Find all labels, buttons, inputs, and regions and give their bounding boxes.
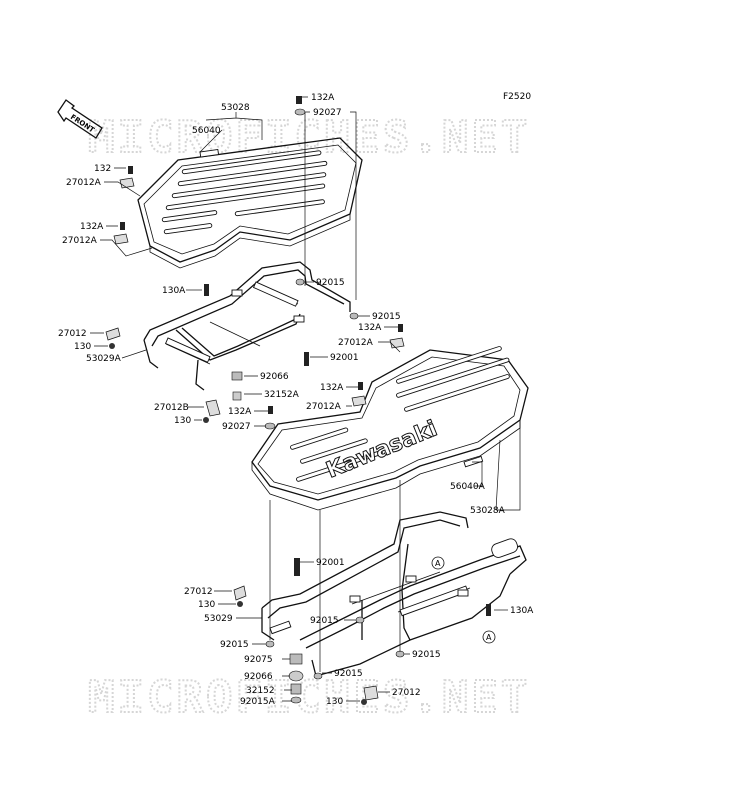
front-rack-slots (161, 150, 328, 235)
part-label: 56040A (450, 482, 486, 492)
part-label: 27012 (184, 587, 213, 597)
part-label: 27012B (154, 403, 189, 413)
part-label: 92075 (244, 655, 273, 665)
part-label: 27012 (392, 688, 421, 698)
part-label: 130 (174, 416, 191, 426)
svg-text:A: A (486, 633, 492, 642)
leader-lines (90, 96, 521, 702)
front-carrier-frame (143, 261, 351, 391)
part-label: 32152A (264, 390, 300, 400)
part-label: 92027 (222, 422, 251, 432)
part-label: 92015 (334, 669, 363, 679)
part-label: 132A (80, 222, 104, 232)
part-label: 53029A (86, 354, 122, 364)
figure-code: F2520 (503, 92, 531, 102)
part-label: 132A (358, 323, 382, 333)
part-label: 92027 (313, 108, 342, 118)
front-carrier-rack (137, 137, 363, 269)
watermark-bottom: MICROFICHES.NET (88, 672, 530, 723)
rear-rack-slots (290, 346, 510, 482)
part-label: 27012A (66, 178, 102, 188)
part-label: 92066 (260, 372, 289, 382)
callout-a-lower: A (482, 630, 496, 644)
part-label: 92001 (316, 558, 345, 568)
callout-a-upper: A (431, 556, 445, 570)
part-label: 132A (311, 93, 335, 103)
part-label: 27012A (338, 338, 374, 348)
part-label: 53028 (221, 103, 250, 113)
part-label: 132A (320, 383, 344, 393)
part-label: 53028A (470, 506, 506, 516)
part-labels: 53028 56040 132A 92027 132 27012A 132A 2… (58, 93, 534, 707)
part-label: 132 (94, 164, 111, 174)
part-label: 132A (228, 407, 252, 417)
part-label: 92001 (330, 353, 359, 363)
part-label: 92015 (372, 312, 401, 322)
part-label: 27012A (306, 402, 342, 412)
part-label: 130 (74, 342, 91, 352)
rear-carrier-rack: Kawasaki (251, 346, 529, 511)
part-label: 92066 (244, 672, 273, 682)
part-label: 92015A (240, 697, 276, 707)
part-label: 92015 (412, 650, 441, 660)
part-label: 53029 (204, 614, 233, 624)
part-label: 32152 (246, 686, 275, 696)
lower-fasteners (233, 558, 491, 705)
part-label: 130A (510, 606, 534, 616)
part-label: 130A (162, 286, 186, 296)
part-label: 27012 (58, 329, 87, 339)
part-label: 130 (198, 600, 215, 610)
rear-carrier-frame (261, 511, 527, 677)
part-label: 92015 (310, 616, 339, 626)
svg-text:A: A (435, 559, 441, 568)
part-label: 92015 (220, 640, 249, 650)
part-label: 56040 (192, 126, 221, 136)
part-label: 27012A (62, 236, 98, 246)
part-label: 130 (326, 697, 343, 707)
part-label: 92015 (316, 278, 345, 288)
